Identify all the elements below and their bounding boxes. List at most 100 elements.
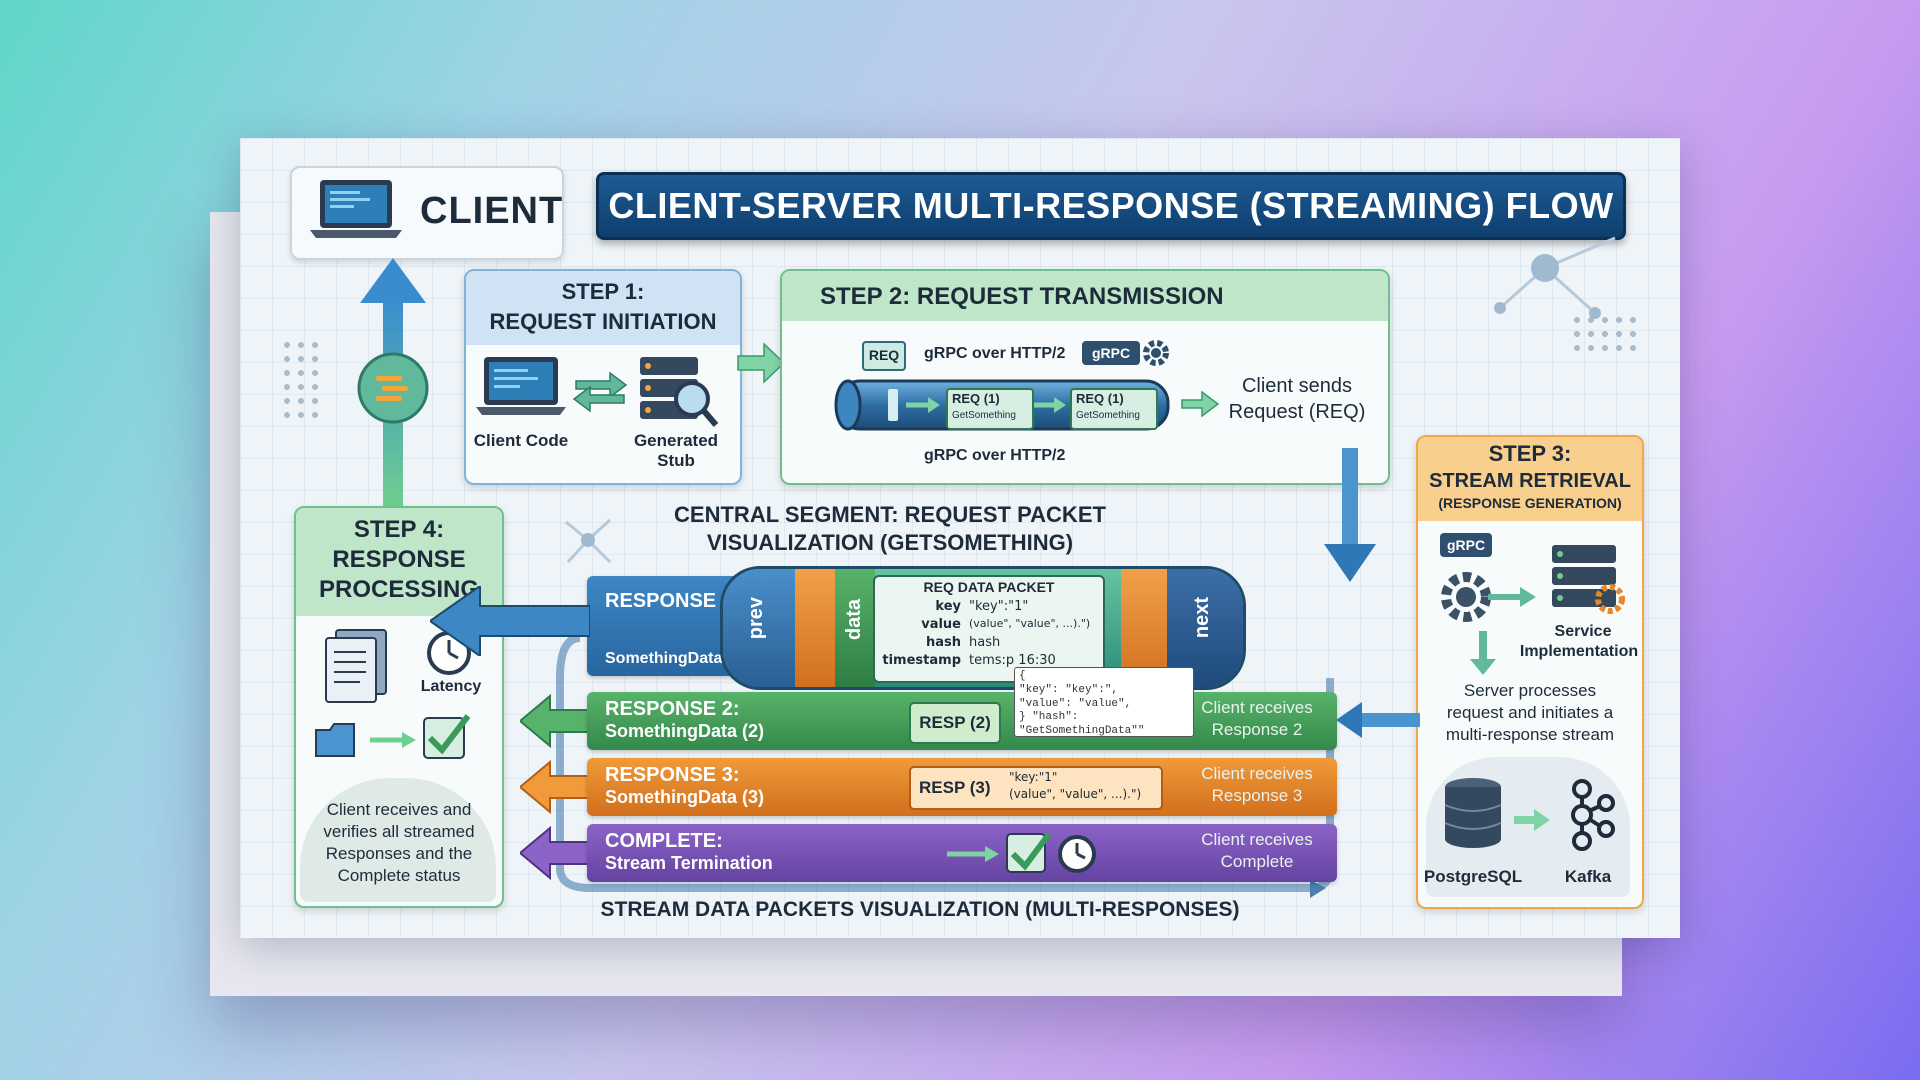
response-arrow-left-icon (520, 694, 590, 748)
database-icon (1444, 778, 1502, 848)
complete-status-icons (947, 832, 1096, 873)
transport-label-top: gRPC over HTTP/2 (924, 345, 1066, 362)
step2-header: STEP 2: REQUEST TRANSMISSION (782, 271, 1388, 321)
step4-desc-line4: Complete status (337, 866, 461, 885)
packet-row-timestamp: timestamp (882, 653, 961, 668)
step3-desc-line2: request and initiates a (1446, 703, 1614, 722)
step3-panel: STEP 3: STREAM RETRIEVAL (RESPONSE GENER… (1416, 435, 1644, 909)
step4-title-line3: PROCESSING (318, 576, 480, 603)
step4-desc-area (300, 778, 496, 902)
packet-detail: REQ DATA PACKET key "key":"1" value (val… (873, 575, 1105, 683)
verify-flow-icon (315, 714, 471, 759)
request-packet-1: REQ (1) GetSomething (946, 388, 1034, 430)
step1-title-line2: REQUEST INITIATION (489, 309, 717, 334)
step2-note-line1: Client sends (1241, 375, 1353, 397)
json-line: "value": "value", (1019, 697, 1132, 710)
json-line: { (1019, 670, 1026, 682)
arrow-left-icon (1336, 702, 1420, 738)
response-3-title: RESPONSE 3: (605, 764, 740, 786)
return-arrow-up-icon (357, 258, 429, 508)
packet-title: REQ DATA PACKET (923, 579, 1055, 595)
transport-label-bottom: gRPC over HTTP/2 (924, 447, 1066, 464)
response-2-title: RESPONSE 2: (605, 698, 740, 720)
step1-title-line1: STEP 1: (561, 279, 645, 304)
client-label: CLIENT (420, 190, 564, 232)
service-label-line1: Service (1554, 623, 1612, 640)
dot-grid-decoration (280, 338, 320, 418)
step4-title-line2: RESPONSE (332, 546, 466, 573)
packet-row-value-value: (value", "value", ...).") (969, 617, 1091, 630)
json-line: "key": "key":", (1019, 683, 1119, 696)
network-node-icon (1494, 236, 1616, 319)
packet1-title: REQ (1) (952, 391, 1000, 406)
complete-band: COMPLETE: Stream Termination Client rece… (587, 824, 1337, 882)
orange-segment (795, 569, 835, 687)
step4-desc-line3: Responses and the (325, 844, 473, 863)
step1-panel: STEP 1: REQUEST INITIATION Client Code G… (464, 269, 742, 485)
packet-row-key-value: "key":"1" (969, 599, 1029, 614)
latency-label: Latency (420, 678, 482, 695)
complete-note-line2: Complete (1220, 852, 1294, 871)
step2-panel: STEP 2: REQUEST TRANSMISSION REQ gRPC ov… (780, 269, 1390, 485)
response-1-sub: SomethingData (1) (605, 650, 747, 667)
response-arrow-left-icon (520, 826, 590, 880)
prev-segment: prev (723, 569, 795, 687)
step2-note-line2: Request (REQ) (1228, 401, 1366, 423)
response-2-note-line2: Response 2 (1211, 720, 1303, 739)
central-title-line2: VISUALIZATION (GETSOMETHING) (706, 530, 1074, 555)
response-3-note-line2: Response 3 (1211, 786, 1303, 805)
response-2-sub: SomethingData (2) (605, 721, 765, 741)
documents-icon (325, 629, 387, 703)
json-line: } "hash": "GetSomethingData"" (1019, 711, 1145, 737)
laptop-icon (310, 180, 402, 238)
step4-panel: STEP 4: RESPONSE PROCESSING Latency Clie… (294, 506, 504, 908)
arrow-right-icon (737, 342, 786, 384)
step3-desc-line3: multi-response stream (1445, 725, 1615, 744)
generated-stub-server-icon (640, 357, 719, 427)
response-2-band: RESPONSE 2: SomethingData (2) RESP (2) C… (587, 692, 1337, 750)
step2-title: STEP 2: REQUEST TRANSMISSION (820, 283, 1224, 310)
step4-desc-line2: verifies all streamed (323, 822, 475, 841)
response-1-title: RESPONSE 1: (605, 590, 740, 612)
packet-row-hash: hash (925, 635, 961, 650)
network-node-icon (565, 518, 612, 564)
step1-header: STEP 1: REQUEST INITIATION (466, 271, 740, 345)
kafka-label: Kafka (1564, 867, 1612, 886)
page-title: CLIENT-SERVER MULTI-RESPONSE (STREAMING)… (608, 185, 1614, 226)
service-label-line2: Implementation (1519, 643, 1639, 660)
stub-label-line1: Generated (633, 431, 719, 450)
step4-title-line1: STEP 4: (353, 516, 445, 543)
complete-sub: Stream Termination (605, 853, 773, 873)
grpc-badge: gRPC (1440, 533, 1492, 557)
response-arrow-left-icon (430, 586, 590, 656)
response-3-sub: SomethingData (3) (605, 787, 765, 807)
packet-row-value: value (921, 617, 961, 632)
client-code-laptop-icon (476, 357, 566, 415)
data-segment: data (835, 569, 875, 687)
next-label: next (1191, 597, 1213, 639)
dot-grid-decoration (1570, 313, 1640, 353)
gear-icon (1143, 340, 1169, 366)
title-bar: CLIENT-SERVER MULTI-RESPONSE (STREAMING)… (596, 172, 1626, 240)
kafka-icon (1571, 779, 1615, 851)
step4-desc-line1: Client receives and (326, 800, 472, 819)
response-3-note-line1: Client receives (1201, 764, 1313, 783)
resp-3-chip-label: RESP (3) (919, 778, 991, 797)
arrow-down-icon (1324, 448, 1376, 582)
request-packet-2: REQ (1) GetSomething (1070, 388, 1158, 430)
gear-icon (1441, 572, 1536, 622)
response-3-band: RESPONSE 3: SomethingData (3) RESP (3) "… (587, 758, 1337, 816)
data-label: data (843, 599, 865, 641)
arrow-down-icon (1470, 631, 1496, 675)
resp-3-chip-line2: (value", "value", ...).") (1009, 787, 1142, 801)
packet1-sub: GetSomething (952, 410, 1016, 421)
packet2-sub: GetSomething (1076, 410, 1140, 421)
resp-3-chip: RESP (3) "key:"1" (value", "value", ...)… (909, 766, 1163, 810)
step3-title-line1: STEP 3: (1488, 441, 1572, 466)
prev-label: prev (745, 597, 767, 640)
postgresql-label: PostgreSQL (1423, 867, 1523, 886)
exchange-arrows-icon (572, 371, 628, 413)
step3-desc-line1: Server processes (1463, 681, 1597, 700)
step3-title-line2: STREAM RETRIEVAL (1429, 470, 1631, 492)
json-tooltip: { "key": "key":", "value": "value", } "h… (1014, 667, 1194, 737)
